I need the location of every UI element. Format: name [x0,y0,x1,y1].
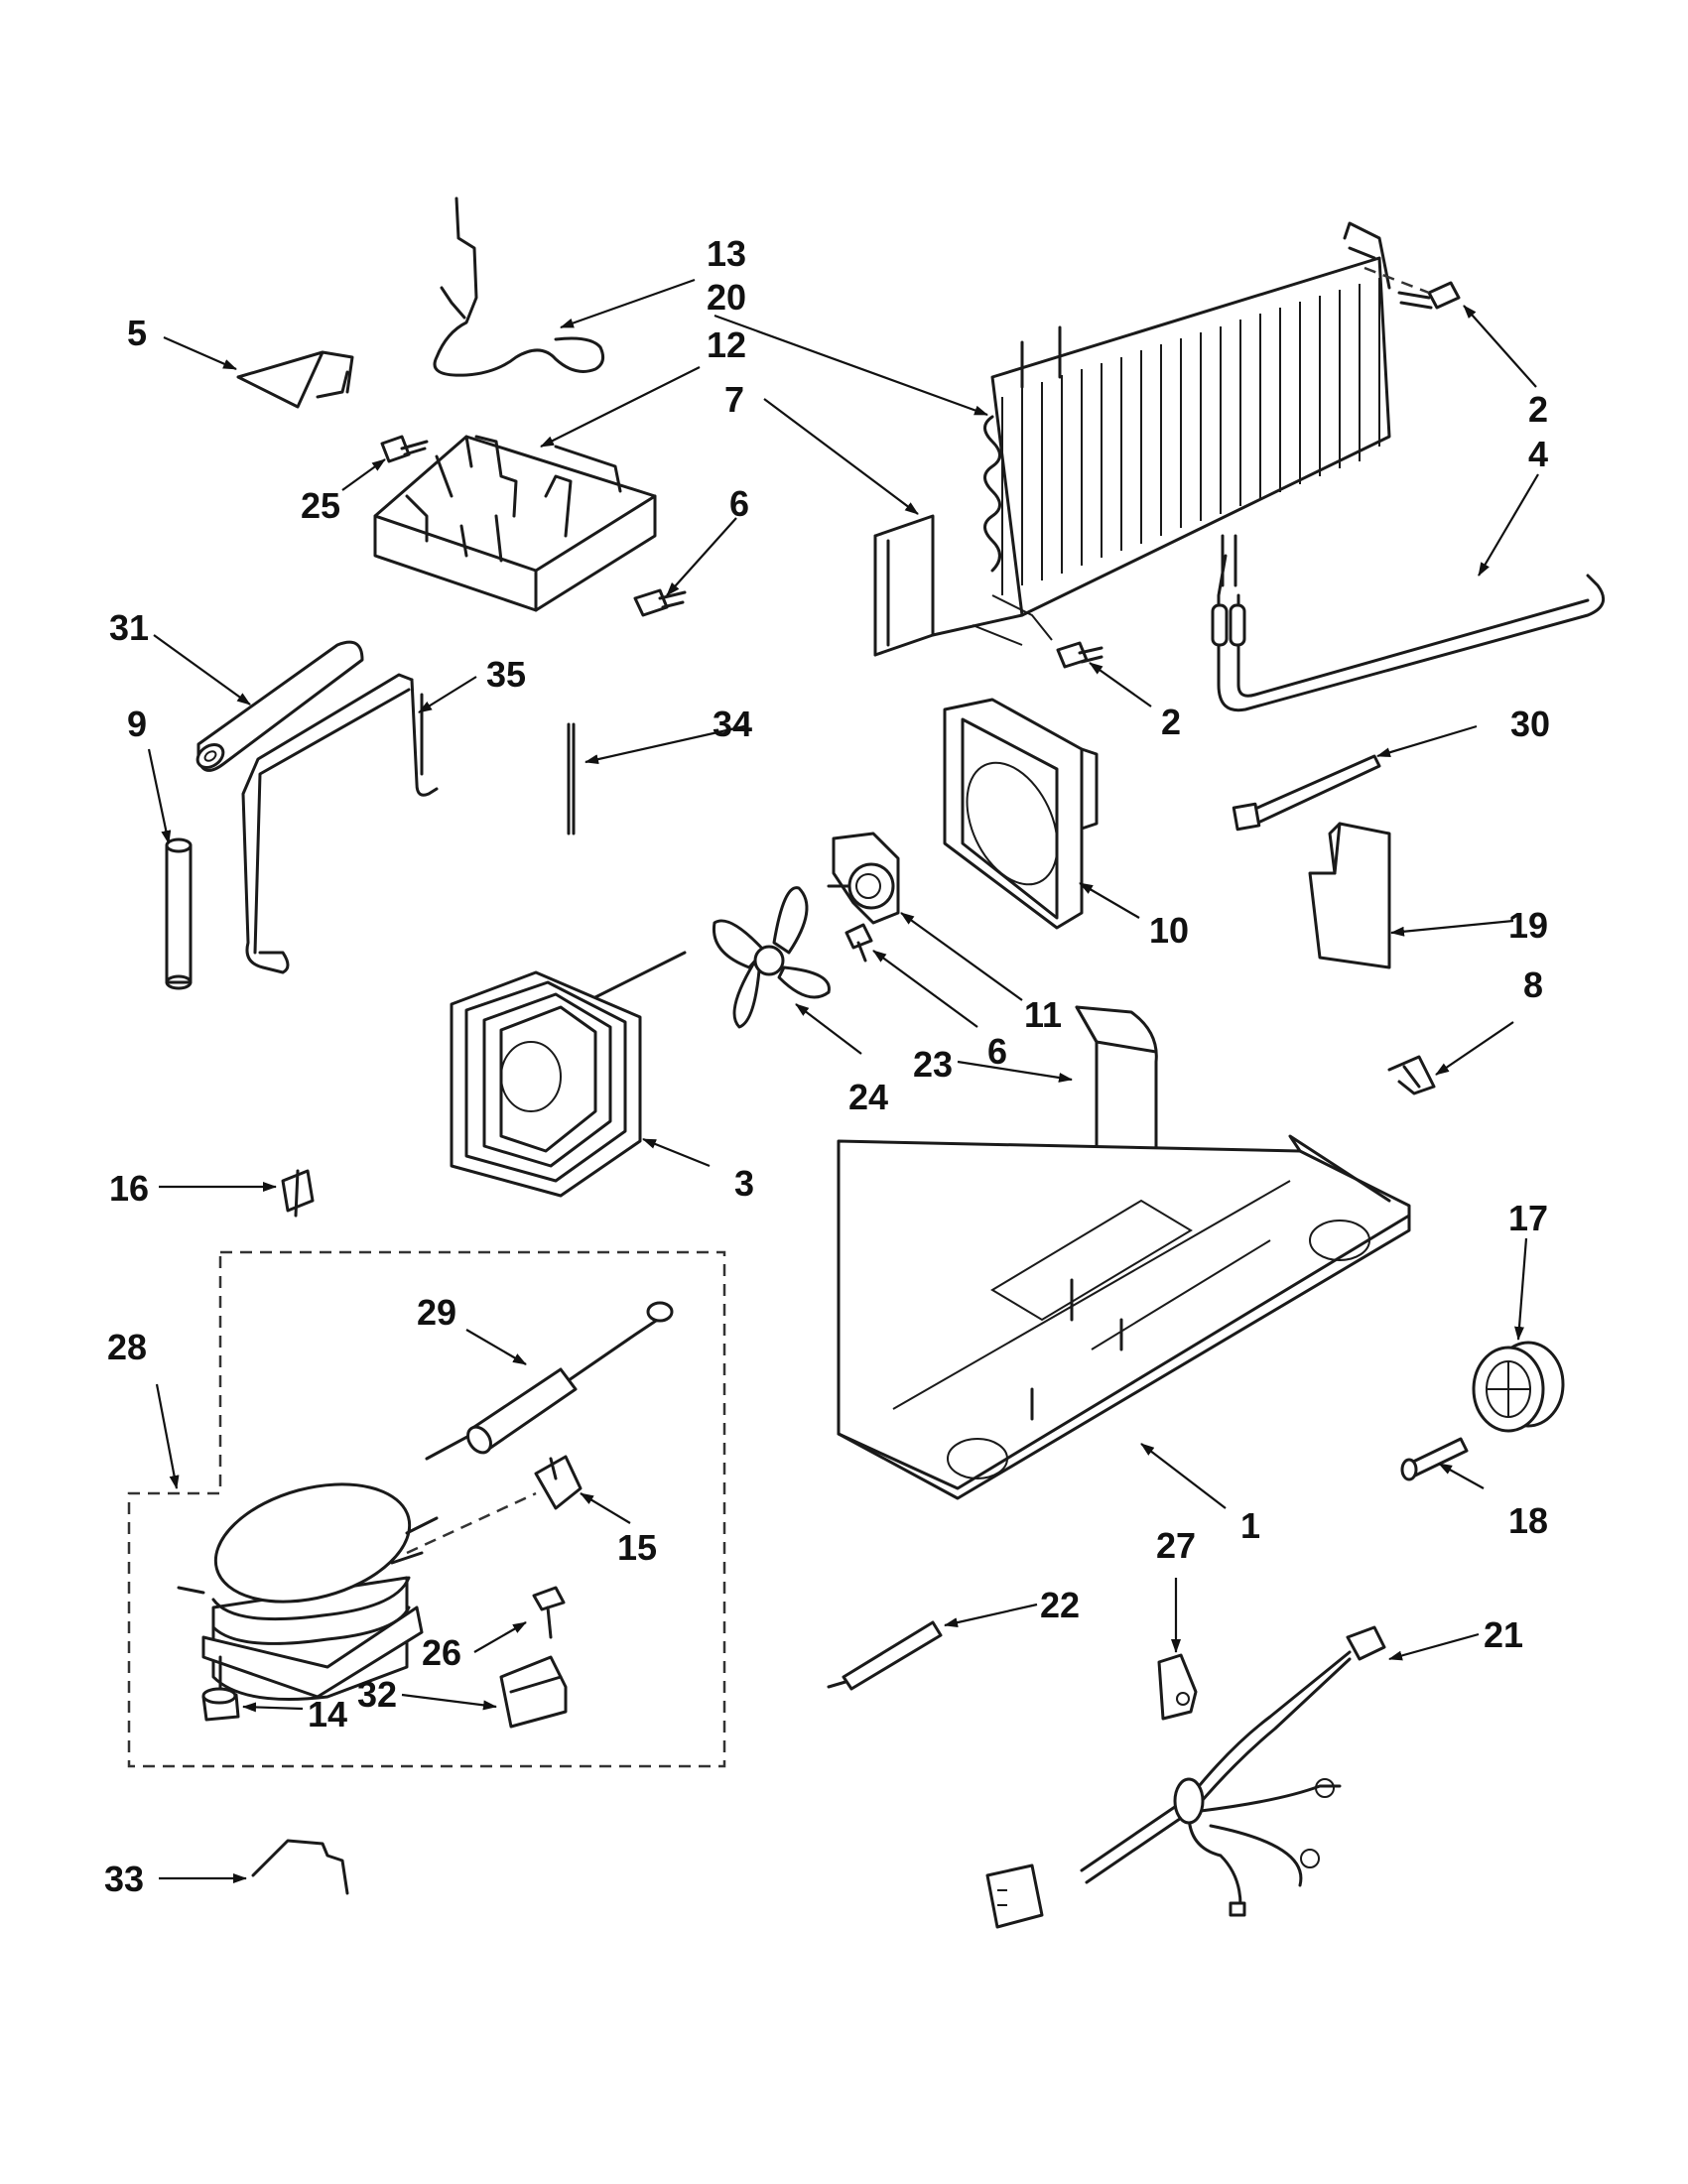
callout-31: 31 [109,607,149,648]
callout-20: 20 [707,277,746,318]
part-31-insulation-tube [195,640,364,772]
callout-8: 8 [1523,964,1543,1005]
callout-10: 10 [1149,910,1189,951]
dashed-line-screw-2 [1363,266,1430,295]
callout-35: 35 [486,654,526,695]
part-9-tube [165,837,193,990]
callout-23: 23 [913,1044,953,1085]
callout-32: 32 [357,1674,397,1715]
part-7-20-evaporator [873,221,1391,657]
callout-16: 16 [109,1168,149,1209]
callout-13: 13 [707,233,746,274]
callout-4: 4 [1528,434,1548,474]
callout-24: 24 [848,1077,888,1117]
callout-9: 9 [127,704,147,744]
part-29-drier [425,1301,674,1461]
part-25-screw [380,435,429,463]
callout-25: 25 [301,485,340,526]
part-2-screw-lower [1056,641,1104,669]
part-17-wheel [1472,1341,1565,1433]
part-27-bracket [1157,1653,1198,1721]
part-34-rod [567,722,576,835]
callout-18: 18 [1508,1500,1548,1541]
part-8-clip [1387,1055,1436,1095]
part-32-overload [499,1655,568,1729]
part-5-wire-clip [236,350,354,409]
callout-2-upper: 2 [1528,389,1548,430]
callout-26: 26 [422,1632,461,1673]
callout-1: 1 [1240,1505,1260,1546]
callout-6-upper: 6 [729,483,749,524]
callout-21: 21 [1484,1614,1523,1655]
callout-7: 7 [724,379,744,420]
part-28-compressor [177,1482,439,1701]
compressor-group-outline [127,1250,726,1768]
callout-17: 17 [1508,1198,1548,1238]
part-33-wire-clip [251,1839,349,1895]
part-15-relay [534,1455,583,1510]
part-18-axle-pin [1400,1437,1469,1481]
part-26-screw [532,1586,566,1639]
part-16-clip [281,1169,315,1218]
callout-27: 27 [1156,1525,1196,1566]
callout-29: 29 [417,1292,456,1333]
leaders [147,278,1539,1883]
callout-33: 33 [104,1859,144,1899]
part-21-wire-harness [985,1625,1386,1929]
part-11-fan-motor [827,832,900,925]
part-4-defrost-heater [1211,534,1606,712]
part-13-heater-wire [433,196,605,377]
part-6-screw-upper [633,588,687,617]
callout-3: 3 [734,1163,754,1204]
part-22-rod [827,1620,943,1691]
dashed-line-compressor-relay [406,1491,537,1555]
part-3-condenser [450,951,687,1198]
part-14-grommet [201,1655,240,1722]
callout-30: 30 [1510,704,1550,744]
callout-6-middle: 6 [987,1031,1007,1072]
part-10-fan-shroud [943,698,1099,930]
callout-15: 15 [617,1527,657,1568]
callout-22: 22 [1040,1585,1080,1625]
callout-28: 28 [107,1327,147,1367]
part-23-foam-pad [1075,1005,1158,1158]
callout-14: 14 [308,1694,347,1734]
part-1-base-plate [837,1134,1411,1500]
part-12-control-housing [373,435,657,612]
callout-labels: 13 20 12 7 5 25 6 2 4 2 31 35 34 9 30 19… [104,233,1550,1899]
callout-11: 11 [1024,994,1062,1035]
part-19-foam-pad [1308,822,1391,969]
part-6-screw-middle [844,923,873,963]
part-2-screw-upper [1397,281,1461,310]
callout-2-lower: 2 [1161,702,1181,742]
part-30-cable-tie [1232,754,1381,832]
callout-19: 19 [1508,905,1548,946]
callout-34: 34 [713,704,752,744]
part-24-fan-blade [712,886,831,1029]
callout-12: 12 [707,324,746,365]
callout-5: 5 [127,313,147,353]
